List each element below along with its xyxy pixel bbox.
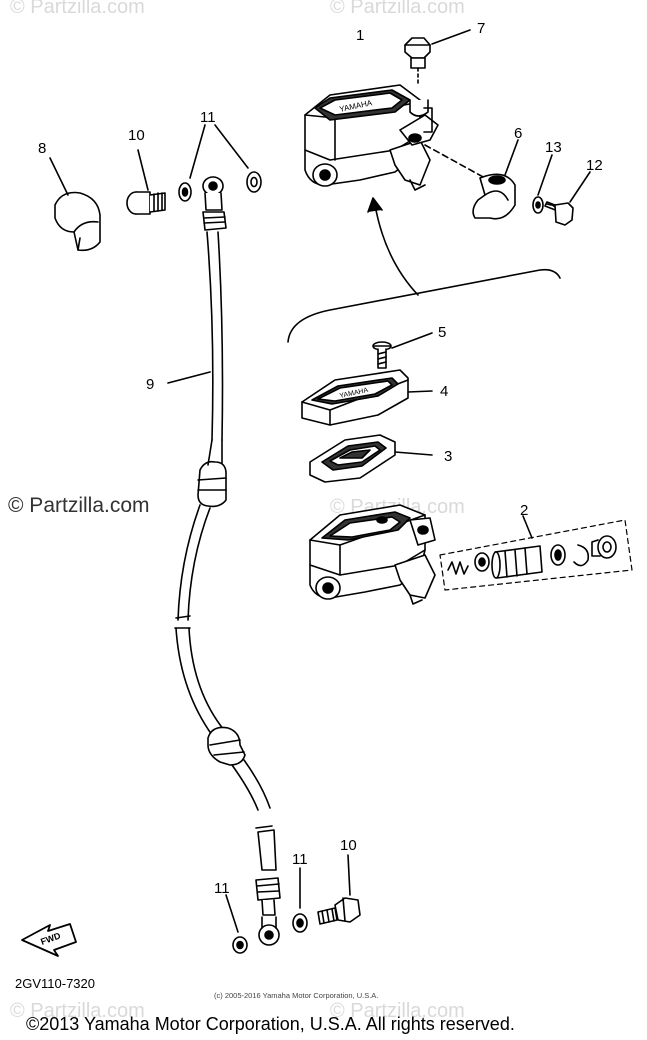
part-10-bolt-bottom — [317, 897, 361, 925]
fwd-arrow-icon: FWD — [21, 923, 77, 957]
part-6-holder — [472, 173, 516, 220]
part-4-cover: YAMAHA — [301, 369, 409, 426]
part-8-cap — [54, 191, 101, 252]
copyright-notice: ©2013 Yamaha Motor Corporation, U.S.A. A… — [26, 1014, 515, 1034]
part-11-washers-top — [178, 171, 262, 202]
part-11-washer-bottom-left — [232, 936, 248, 954]
part-10-bolt-top — [126, 191, 166, 215]
watermark-top-right: © Partzilla.com — [330, 0, 465, 18]
callout-12: 12 — [586, 157, 603, 174]
part-12-bolt — [544, 201, 574, 226]
callout-10-bottom: 10 — [340, 837, 357, 854]
callout-11-top: 11 — [200, 109, 216, 126]
callout-10-top: 10 — [128, 127, 145, 144]
watermark-top-left: © Partzilla.com — [10, 0, 145, 18]
callout-6: 6 — [514, 125, 522, 142]
part-11-washer-bottom-right — [292, 913, 308, 933]
callout-9: 9 — [146, 376, 154, 393]
diagram-code: 2GV110-7320 — [15, 976, 95, 991]
callout-3: 3 — [444, 448, 452, 465]
part-3-diaphragm — [309, 434, 396, 483]
master-cylinder-assembly: YAMAHA — [304, 84, 439, 191]
watermark-bottom-left: © Partzilla.com — [10, 1000, 145, 1022]
part-2-piston-kit — [439, 519, 633, 591]
callout-11-bottom-right: 11 — [292, 851, 308, 868]
callout-11-bottom-left: 11 — [214, 880, 230, 897]
callout-5: 5 — [438, 324, 446, 341]
part-9-brake-hose — [174, 176, 281, 946]
part-5-screw — [372, 341, 392, 369]
callout-7: 7 — [477, 20, 485, 37]
watermark-bottom-right: © Partzilla.com — [330, 1000, 465, 1022]
master-cylinder-body — [309, 504, 436, 605]
callout-8: 8 — [38, 140, 46, 157]
callout-4: 4 — [440, 383, 448, 400]
part-13-washer — [532, 196, 544, 214]
watermark-mid-left: © Partzilla.com — [8, 494, 150, 517]
callout-13: 13 — [545, 139, 562, 156]
callout-2: 2 — [520, 502, 528, 519]
small-copyright: (c) 2005-2016 Yamaha Motor Corporation, … — [214, 991, 379, 1000]
part-7-cap — [404, 37, 431, 86]
callout-1: 1 — [356, 27, 364, 44]
